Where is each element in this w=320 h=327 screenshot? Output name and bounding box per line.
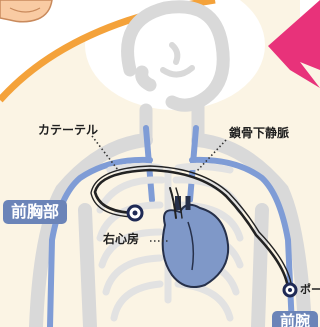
- face-features: [160, 42, 195, 78]
- port-ring-icon-lower: [282, 282, 298, 298]
- torso-outline: [29, 133, 312, 327]
- character-arm-icon: [0, 0, 53, 23]
- pink-burst-icon: [268, 0, 320, 88]
- port-label: ポー: [300, 283, 320, 296]
- catheter-label: カテーテル: [38, 123, 99, 137]
- front-chest-tag: 前胸部: [3, 200, 68, 224]
- leader-lines: [91, 135, 227, 242]
- heart-illustration: [161, 196, 230, 288]
- subclavian-vein-label: 鎖骨下静脈: [229, 126, 290, 140]
- catheter-line: [90, 165, 292, 285]
- port-ring-icon: [126, 204, 144, 222]
- right-atrium-label: 右心房: [103, 232, 140, 246]
- forearm-tag: 前腕: [272, 311, 319, 327]
